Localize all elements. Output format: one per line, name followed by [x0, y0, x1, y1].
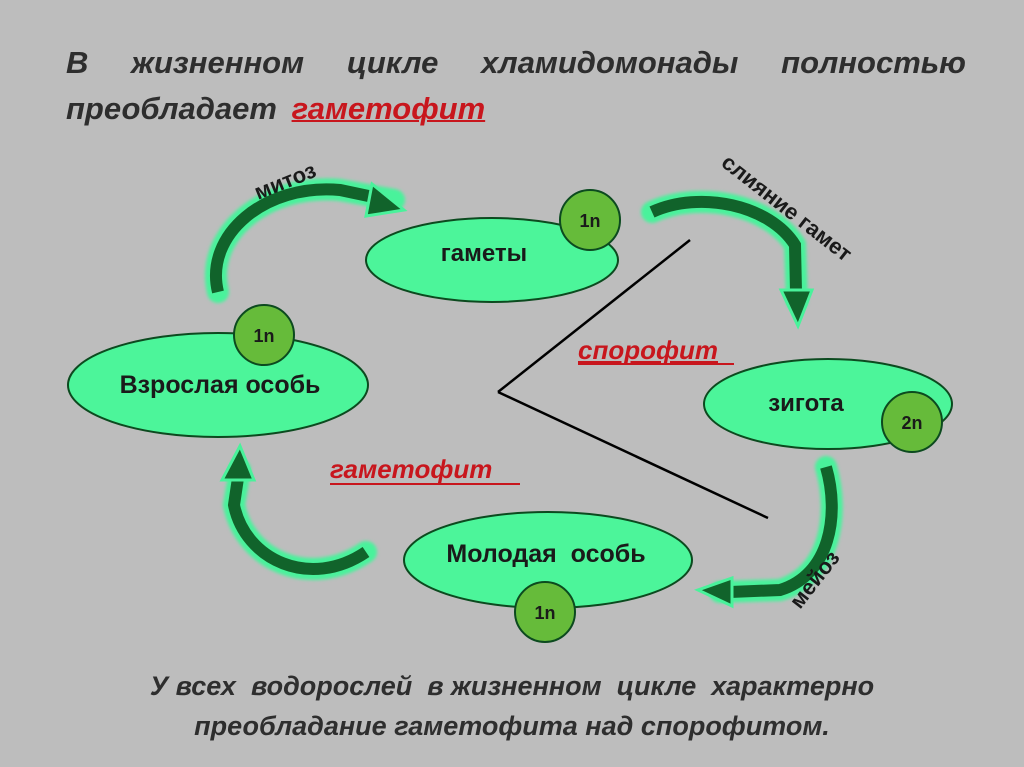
slide-heading: В жизненном цикле хламидомонады полность…	[66, 40, 966, 132]
heading-accent-term: гаметофит	[291, 91, 486, 126]
heading-text: В жизненном цикле хламидомонады полность…	[66, 45, 966, 126]
node-young-label: Молодая особь	[446, 540, 645, 568]
phase-divider	[497, 239, 769, 520]
node-adult-ploidy: 1n	[253, 326, 274, 346]
slide-footer: У всех водорослей в жизненном цикле хара…	[40, 666, 984, 746]
node-adult: Взрослая особь 1n	[67, 304, 369, 438]
arrow-growth	[219, 442, 377, 580]
node-zygote: зигота 2n	[703, 358, 953, 453]
arrow-fusion	[641, 190, 815, 330]
node-young: Молодая особь 1n	[403, 511, 693, 643]
node-zygote-ploidy: 2n	[901, 413, 922, 433]
footer-line-2: преобладание гаметофита над спорофитом.	[194, 711, 830, 741]
node-gametes-label: гаметы	[441, 240, 527, 267]
node-adult-label: Взрослая особь	[120, 371, 321, 399]
label-sporophyte: спорофит	[578, 335, 718, 365]
footer-line-1: У всех водорослей в жизненном цикле хара…	[149, 671, 875, 701]
arrow-meiosis	[694, 456, 843, 609]
node-young-ploidy: 1n	[534, 603, 555, 623]
node-zygote-label: зигота	[768, 390, 844, 417]
label-gametophyte: гаметофит	[330, 454, 492, 484]
arrow-mitosis	[205, 178, 408, 303]
node-gametes-ploidy: 1n	[579, 211, 600, 231]
node-gametes: гаметы 1n	[365, 189, 621, 303]
